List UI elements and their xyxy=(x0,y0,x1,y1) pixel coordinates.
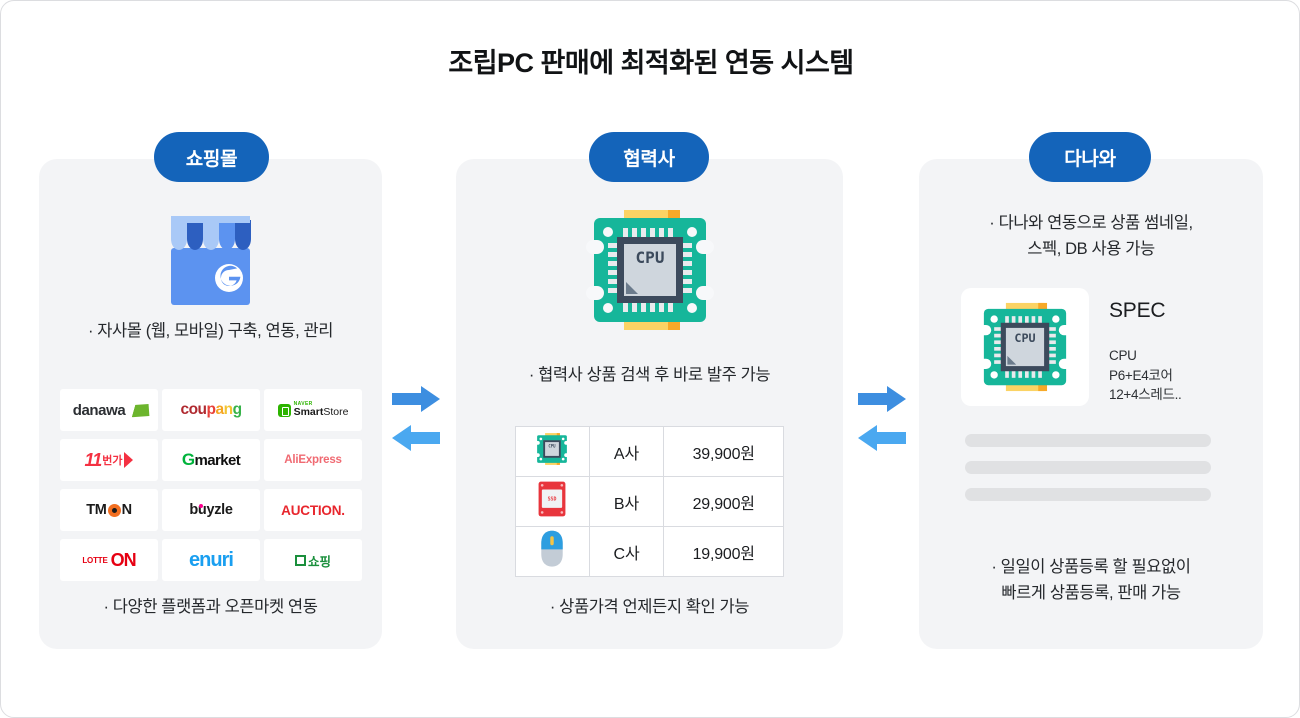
storefront-icon xyxy=(171,216,251,305)
chevron-right-icon xyxy=(124,452,134,468)
tmon-dot-icon xyxy=(107,503,121,517)
logo-auction[interactable]: AUCTION. xyxy=(264,489,362,531)
shop-bottom-text: · 다양한 플랫폼과 오픈마켓 연동 xyxy=(103,598,318,616)
logo-danawa[interactable]: danawa xyxy=(60,389,158,431)
row-price: 39,900원 xyxy=(663,426,784,477)
table-row[interactable]: SSD B사 29,900원 xyxy=(515,476,784,527)
partner-bottom-text: · 상품가격 언제든지 확인 가능 xyxy=(549,598,750,616)
logo-enuri[interactable]: enuri xyxy=(162,539,260,581)
row-company: C사 xyxy=(588,526,665,577)
skeleton-bar xyxy=(965,488,1211,501)
danawa-swoosh-icon xyxy=(120,403,150,418)
logo-coupang[interactable]: coupang xyxy=(162,389,260,431)
logo-aliexpress[interactable]: AliExpress xyxy=(264,439,362,481)
cpu-chip-icon: CPU xyxy=(535,433,570,465)
svg-text:SSD: SSD xyxy=(548,497,557,503)
page-title: 조립PC 판매에 최적화된 연동 시스템 xyxy=(448,48,854,78)
table-row[interactable]: C사 19,900원 xyxy=(515,526,784,577)
shop-top-text: · 자사몰 (웹, 모바일) 구축, 연동, 관리 xyxy=(87,322,334,340)
skeleton-bar xyxy=(965,461,1211,474)
svg-text:CPU: CPU xyxy=(636,248,665,267)
row-company: A사 xyxy=(588,426,665,477)
pill-partner: 협력사 xyxy=(589,132,709,182)
cpu-chip-icon: CPU xyxy=(978,302,1072,392)
gs-square-icon xyxy=(294,554,306,566)
arrow-left-icon xyxy=(858,425,906,451)
cpu-chip-icon: CPU xyxy=(586,210,714,330)
row-price: 19,900원 xyxy=(663,526,784,577)
arrow-left-icon xyxy=(392,425,440,451)
danawa-bottom-text: · 일일이 상품등록 할 필요없이 빠르게 상품등록, 판매 가능 xyxy=(991,558,1191,602)
spec-details: CPU P6+E4코어 12+4스레드.. xyxy=(1109,348,1182,403)
logo-naver-smartstore[interactable]: NAVER SmartStore xyxy=(264,389,362,431)
row-product-icon-cell xyxy=(515,526,590,577)
partner-price-table: CPU A사 39,900원 SSD B사 29,900원 xyxy=(515,426,784,577)
skeleton-placeholder-list xyxy=(965,434,1211,501)
computer-mouse-icon xyxy=(541,530,564,567)
ssd-drive-icon: SSD xyxy=(538,481,566,517)
pill-shopping-mall: 쇼핑몰 xyxy=(154,132,269,182)
row-price: 29,900원 xyxy=(663,476,784,527)
row-company: B사 xyxy=(588,476,665,527)
logo-buyzle[interactable]: buyzle xyxy=(162,489,260,531)
spec-title: SPEC xyxy=(1109,299,1166,322)
svg-text:CPU: CPU xyxy=(1014,331,1035,345)
row-product-icon-cell: SSD xyxy=(515,476,590,527)
danawa-top-text: · 다나와 연동으로 상품 썸네일, 스펙, DB 사용 가능 xyxy=(989,214,1193,258)
skeleton-bar xyxy=(965,434,1211,447)
logo-gmarket[interactable]: Gmarket xyxy=(162,439,260,481)
arrow-right-icon xyxy=(392,386,440,412)
table-row[interactable]: CPU A사 39,900원 xyxy=(515,426,784,477)
row-product-icon-cell: CPU xyxy=(515,426,590,477)
partner-top-text: · 협력사 상품 검색 후 바로 발주 가능 xyxy=(528,366,771,384)
arrow-right-icon xyxy=(858,386,906,412)
logo-gs-shop[interactable]: 쇼핑 xyxy=(264,539,362,581)
pill-danawa: 다나와 xyxy=(1029,132,1151,182)
arrow-pair-partner-danawa xyxy=(856,384,908,453)
spec-thumbnail-card: CPU xyxy=(961,288,1089,406)
naver-badge-icon xyxy=(277,403,291,417)
svg-text:CPU: CPU xyxy=(549,443,557,448)
arrow-pair-shop-partner xyxy=(390,384,442,453)
